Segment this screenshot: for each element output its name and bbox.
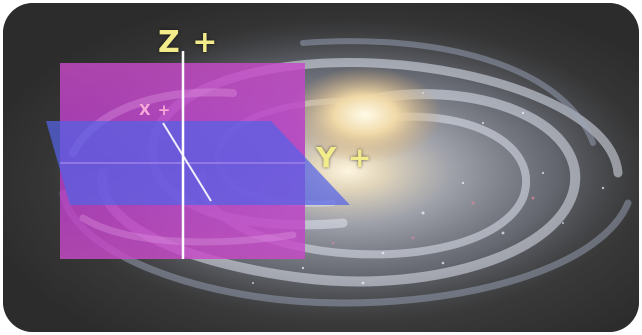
diagram-frame: Z + Y + X + <box>3 3 639 332</box>
z-axis-label: Z + <box>158 25 219 60</box>
x-axis-line <box>162 122 212 202</box>
galaxy-coordinate-diagram <box>3 3 639 332</box>
y-axis-label: Y + <box>316 141 373 174</box>
x-axis-label: X + <box>139 101 172 119</box>
